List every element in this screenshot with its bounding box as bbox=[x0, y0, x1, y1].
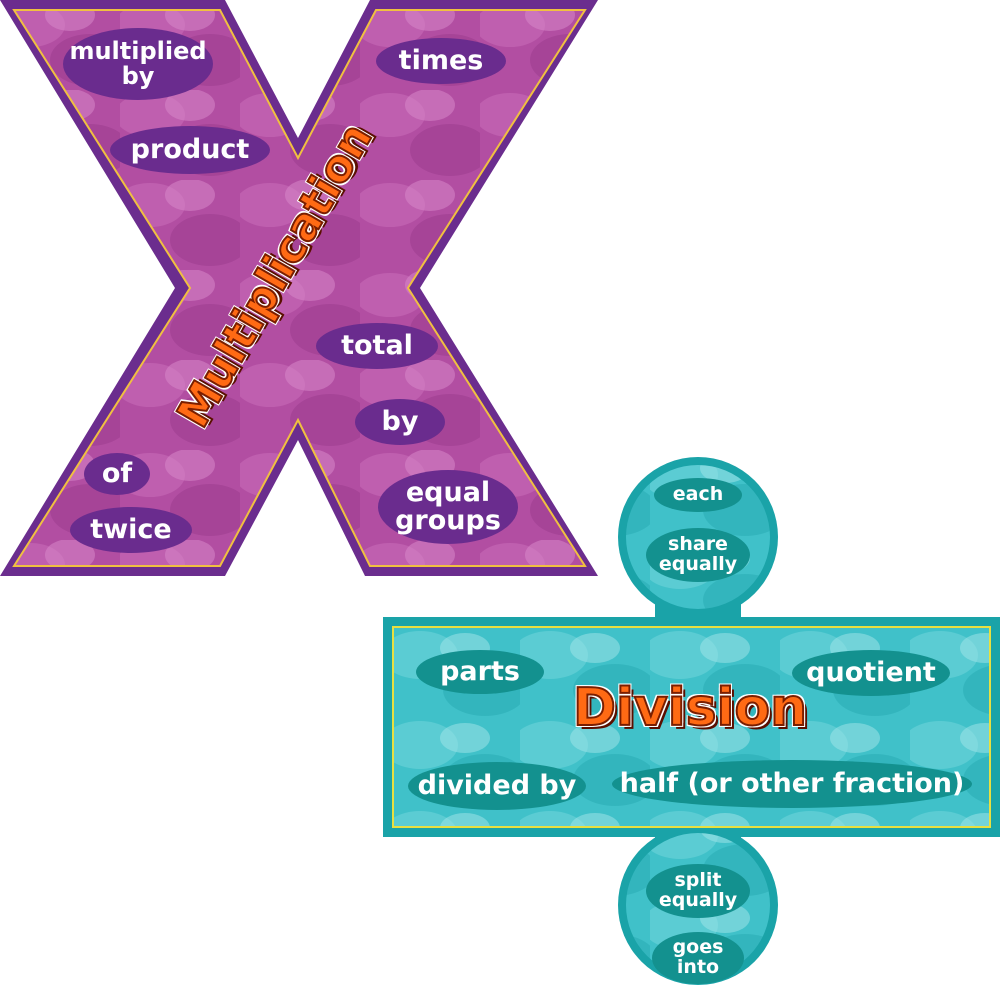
label-multiplied-by: multiplied by bbox=[63, 28, 213, 100]
label-split-equally: split equally bbox=[646, 864, 750, 918]
label-half: half (or other fraction) bbox=[612, 760, 972, 808]
label-total: total bbox=[316, 323, 438, 369]
label-of: of bbox=[84, 453, 150, 495]
label-twice: twice bbox=[70, 507, 192, 553]
label-equal-groups: equal groups bbox=[378, 470, 518, 544]
label-each: each bbox=[654, 478, 742, 512]
label-times: times bbox=[376, 38, 506, 84]
division-title: Division bbox=[572, 677, 808, 739]
label-product: product bbox=[110, 126, 270, 174]
label-goes-into: goes into bbox=[652, 932, 744, 984]
label-share-equally: share equally bbox=[646, 528, 750, 582]
label-by: by bbox=[355, 399, 445, 445]
label-parts: parts bbox=[416, 650, 544, 694]
label-divided-by: divided by bbox=[408, 762, 586, 810]
label-quotient: quotient bbox=[792, 650, 950, 696]
